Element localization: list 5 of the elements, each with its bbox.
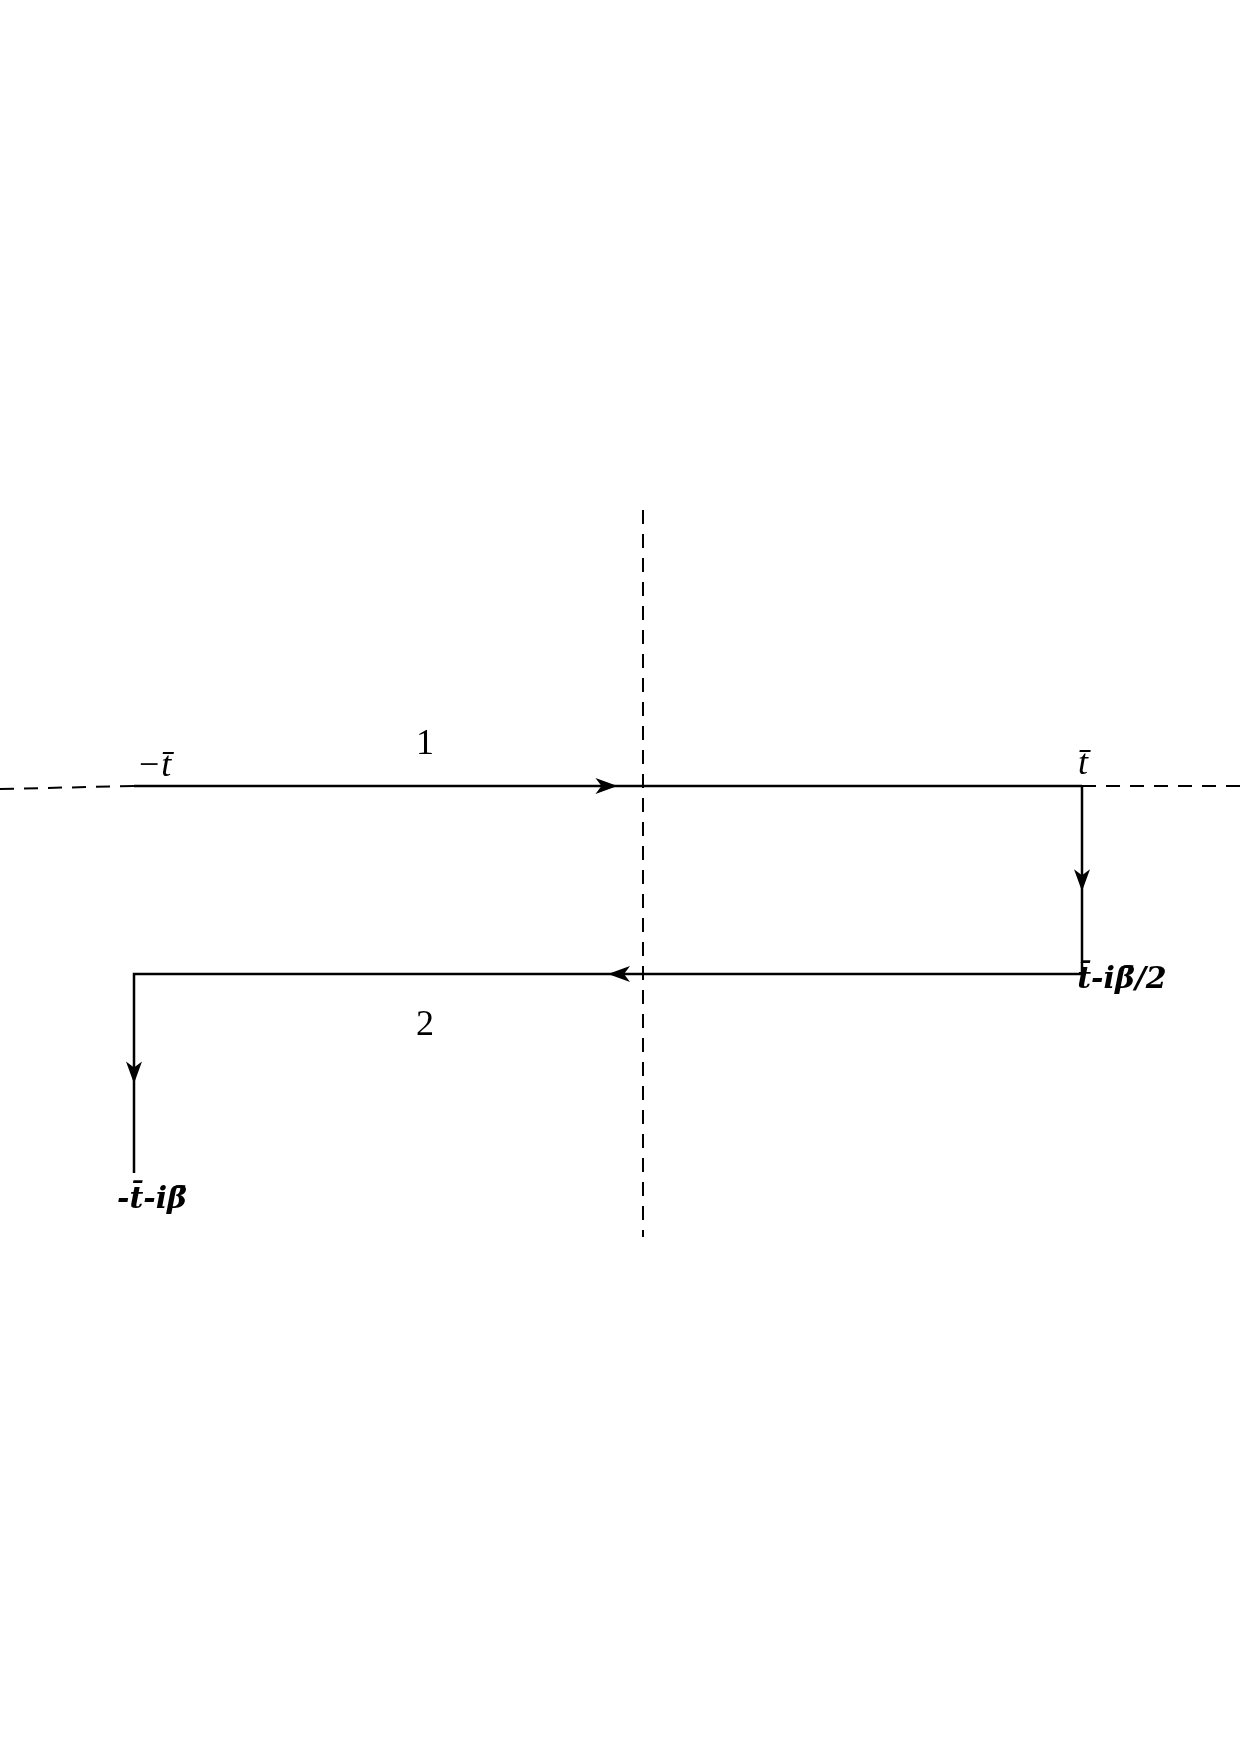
- point-label: −t̄: [136, 746, 172, 782]
- edge-label: 1: [416, 724, 434, 760]
- edge-label: 2: [416, 1005, 434, 1041]
- contour-arrow: [126, 966, 1082, 1173]
- contour-arrow: [134, 778, 1082, 794]
